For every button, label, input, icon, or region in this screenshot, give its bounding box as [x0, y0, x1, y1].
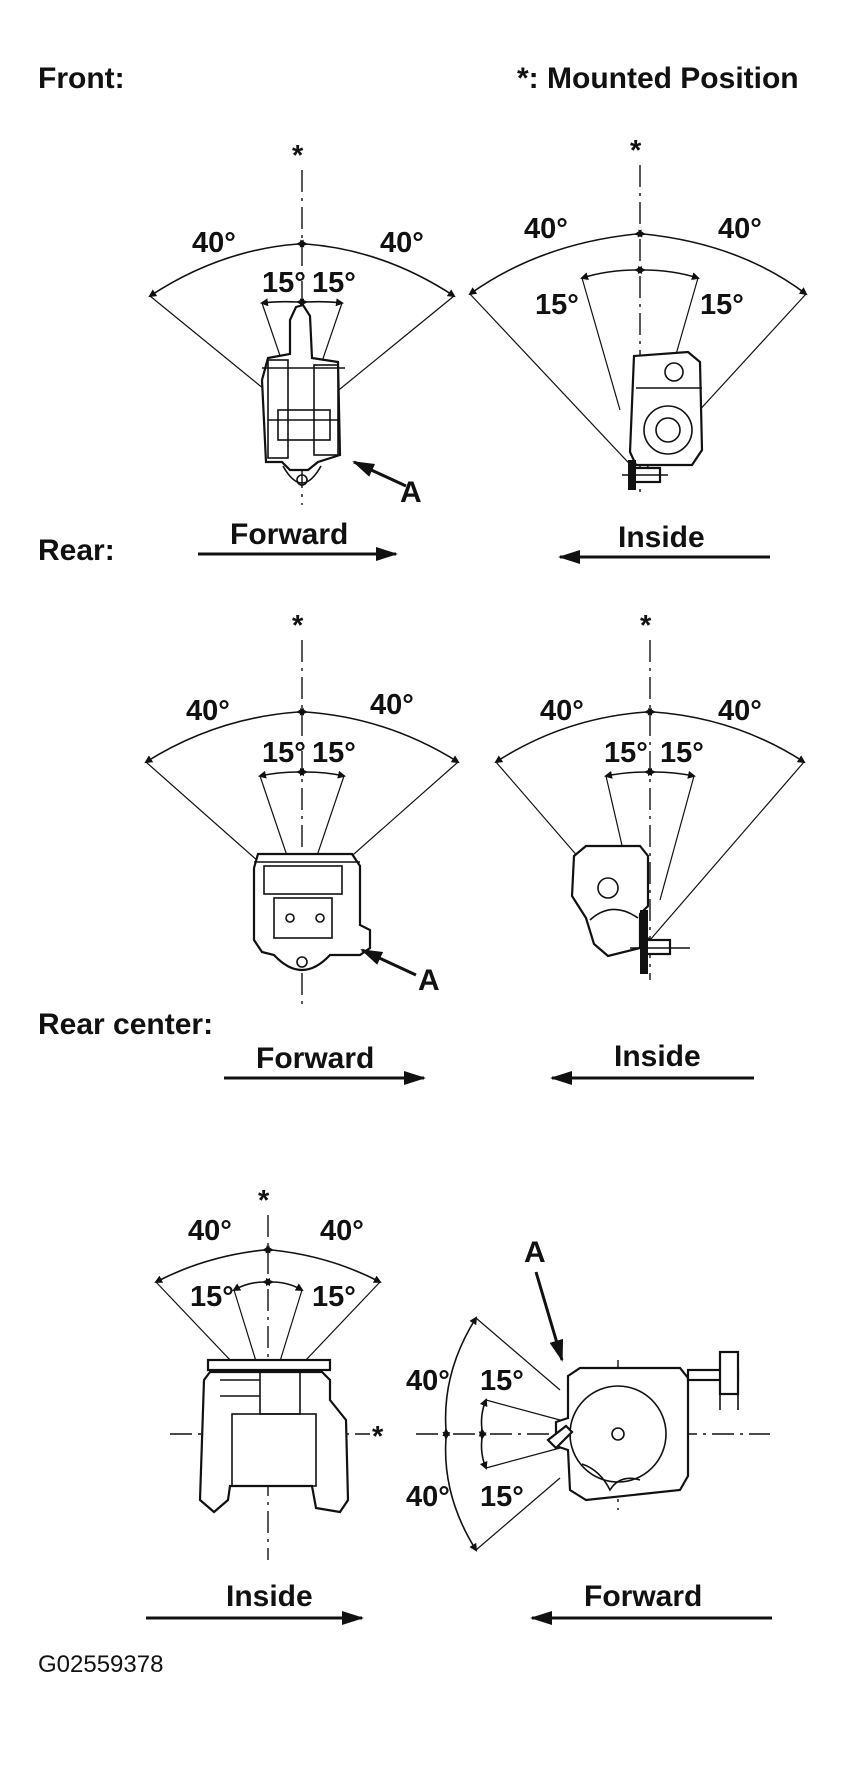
inside-label: Inside: [614, 1040, 701, 1073]
angle-40-right-label: 40°: [370, 689, 414, 721]
arc-15-right: [299, 767, 346, 779]
mounted-asterisk: *: [630, 135, 642, 167]
arc-15-left: [258, 767, 305, 779]
angle-40-right-label: 40°: [718, 695, 762, 727]
inside-label: Inside: [618, 521, 705, 554]
rear-center-heading: Rear center:: [38, 1008, 213, 1041]
mounted-asterisk-side: *: [372, 1421, 384, 1453]
arc-15-right: [637, 265, 700, 281]
mounted-position-note: *: Mounted Position: [517, 62, 799, 95]
angle-15-left-label: 15°: [535, 289, 579, 321]
limit-line-15-right: [659, 775, 695, 901]
arc-15-left: [580, 265, 643, 281]
front-left-view: * 40° 40° 15° 15° A Forward: [148, 140, 456, 561]
arc-15-left: [232, 1277, 271, 1291]
angle-15-left-label: 15°: [262, 737, 306, 769]
arc-40-right: [299, 239, 456, 298]
angle-40-right-label: 40°: [320, 1215, 364, 1247]
angle-15-lower-label: 15°: [480, 1481, 524, 1513]
part-a-label: A: [524, 1236, 546, 1269]
angle-15-upper-label: 15°: [480, 1365, 524, 1397]
angle-40-right-label: 40°: [718, 213, 762, 245]
part-a-pointer: [534, 1271, 564, 1362]
figure-id: G02559378: [38, 1651, 163, 1678]
rear-center-right-view: 40° 40° 15° 15° A Forward: [406, 1236, 772, 1625]
arc-40-left: [494, 707, 653, 764]
front-heading: Front:: [38, 62, 125, 95]
angle-15-left-label: 15°: [190, 1281, 234, 1313]
inside-label: Inside: [226, 1580, 313, 1613]
rear-right-view: * 40° 40° 15° 15° Inside: [494, 610, 806, 1085]
limit-line-15-upper: [485, 1399, 561, 1421]
arc-15-right: [647, 767, 696, 779]
rear-center-left-view: * * 40° 40° 15° 15° Inside: [146, 1185, 384, 1625]
arc-40-left: [144, 707, 305, 764]
angle-40-left-label: 40°: [192, 227, 236, 259]
limit-line-15-left: [581, 277, 621, 411]
mounted-asterisk: *: [292, 610, 304, 642]
part-a-pointer: [360, 948, 417, 977]
forward-label: Forward: [256, 1042, 374, 1075]
angle-15-right-label: 15°: [700, 289, 744, 321]
angle-40-lower-label: 40°: [406, 1481, 450, 1513]
arc-15-right: [265, 1277, 304, 1291]
angle-15-right-label: 15°: [312, 267, 356, 299]
angle-15-right-label: 15°: [660, 737, 704, 769]
angle-40-left-label: 40°: [540, 695, 584, 727]
arc-15-left: [260, 298, 305, 307]
part-a-label: A: [418, 964, 440, 997]
limit-line-40-right: [649, 761, 805, 941]
angle-40-right-label: 40°: [380, 227, 424, 259]
mounted-asterisk: *: [258, 1185, 270, 1217]
part-a-label: A: [400, 476, 422, 509]
arc-15-upper: [478, 1398, 488, 1437]
arc-15-right: [299, 298, 344, 307]
angle-15-right-label: 15°: [312, 737, 356, 769]
forward-label: Forward: [230, 518, 348, 551]
angle-40-left-label: 40°: [186, 695, 230, 727]
retractor-part: [252, 852, 372, 971]
mounted-asterisk: *: [640, 610, 652, 642]
arc-15-left: [604, 767, 653, 779]
arc-40-left: [154, 1245, 271, 1283]
arc-15-lower: [478, 1431, 488, 1470]
arc-40-upper: [442, 1316, 478, 1437]
angle-15-left-label: 15°: [262, 267, 306, 299]
angle-40-upper-label: 40°: [406, 1365, 450, 1397]
arc-40-lower: [442, 1431, 478, 1552]
retractor-part: [570, 844, 690, 974]
arc-40-left: [468, 229, 643, 296]
retractor-part: [198, 1358, 350, 1514]
forward-label: Forward: [584, 1580, 702, 1613]
front-right-view: * 40° 40° 15° 15° Inside: [468, 135, 808, 564]
arc-40-right: [637, 229, 808, 296]
limit-line-40-lower: [475, 1477, 561, 1551]
angle-40-left-label: 40°: [188, 1215, 232, 1247]
angle-15-left-label: 15°: [604, 737, 648, 769]
retractor-part: [622, 350, 704, 490]
arc-40-right: [647, 707, 806, 764]
arc-40-right: [265, 1245, 382, 1283]
rear-heading: Rear:: [38, 534, 115, 567]
arc-40-left: [148, 239, 305, 298]
arc-40-right: [299, 707, 460, 764]
angle-40-left-label: 40°: [524, 213, 568, 245]
limit-line-40-upper: [475, 1317, 561, 1391]
retractor-part: [260, 303, 345, 486]
mounted-asterisk: *: [292, 140, 304, 172]
part-a-pointer: [352, 460, 407, 488]
rear-left-view: * 40° 40° 15° 15° A Forward: [144, 610, 460, 1085]
angle-15-right-label: 15°: [312, 1281, 356, 1313]
retractor-part: [546, 1350, 740, 1502]
limit-line-40-left: [469, 293, 641, 476]
limit-line-15-lower: [485, 1447, 561, 1469]
